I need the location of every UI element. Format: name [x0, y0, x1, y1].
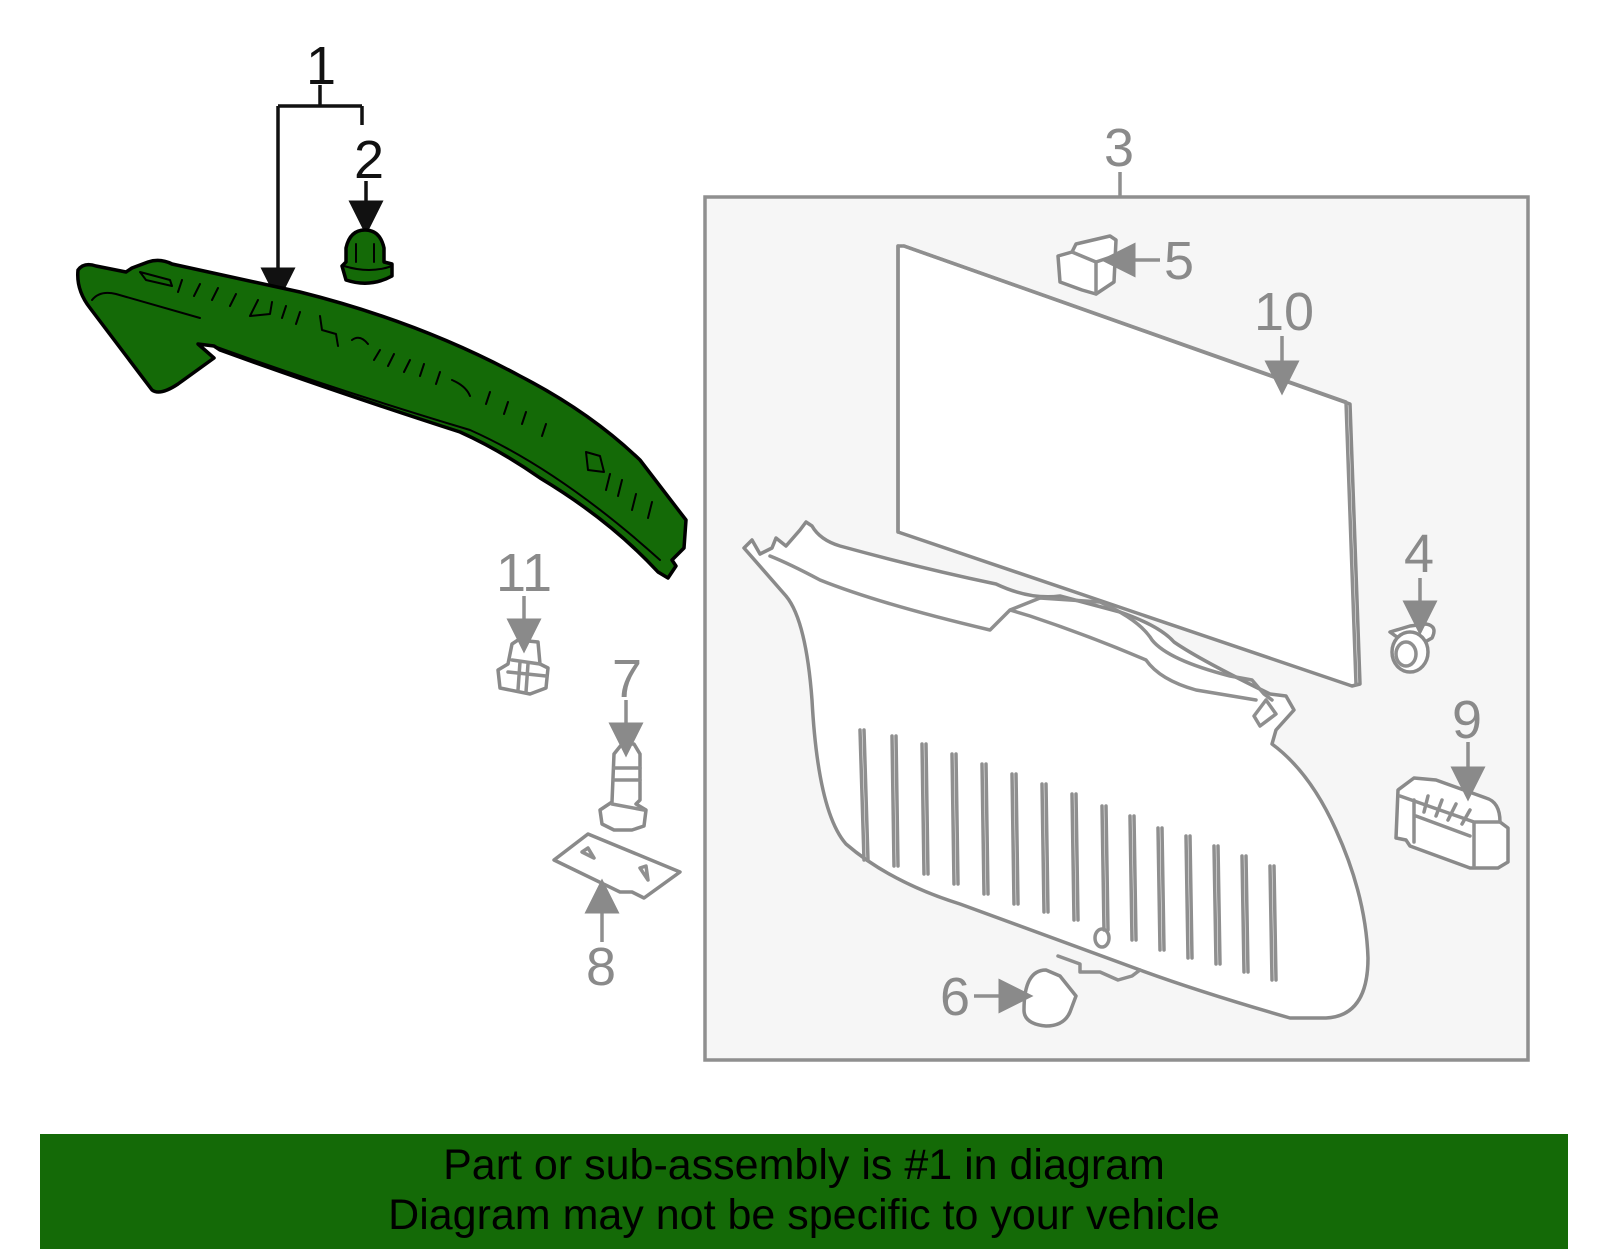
banner-line-1: Part or sub-assembly is #1 in diagram	[443, 1141, 1165, 1189]
callout-10: 10	[1254, 282, 1314, 342]
part-8-plate	[552, 832, 682, 900]
callout-1-bracket	[260, 85, 364, 303]
callout-8: 8	[586, 937, 616, 997]
part-2-clip	[340, 228, 394, 285]
callout-11: 11	[496, 543, 552, 603]
part-3-ribs	[858, 728, 1278, 982]
part-3-trim-panel	[742, 520, 1370, 1020]
notice-banner: Part or sub-assembly is #1 in diagram Di…	[40, 1134, 1568, 1249]
part-6-plug	[1022, 968, 1078, 1028]
callout-9: 9	[1452, 690, 1482, 750]
part-1-trim-molding	[76, 258, 688, 580]
callout-4: 4	[1404, 524, 1434, 584]
callout-6: 6	[940, 967, 970, 1027]
part-7-bolt	[598, 742, 648, 832]
callout-1: 1	[306, 36, 336, 96]
callout-7: 7	[612, 649, 642, 709]
callout-3: 3	[1104, 118, 1134, 178]
part-11-clip	[496, 638, 550, 696]
callout-5: 5	[1164, 231, 1194, 291]
callout-2: 2	[354, 130, 384, 190]
part-10-panel	[896, 244, 1362, 688]
banner-line-2: Diagram may not be specific to your vehi…	[388, 1191, 1220, 1239]
